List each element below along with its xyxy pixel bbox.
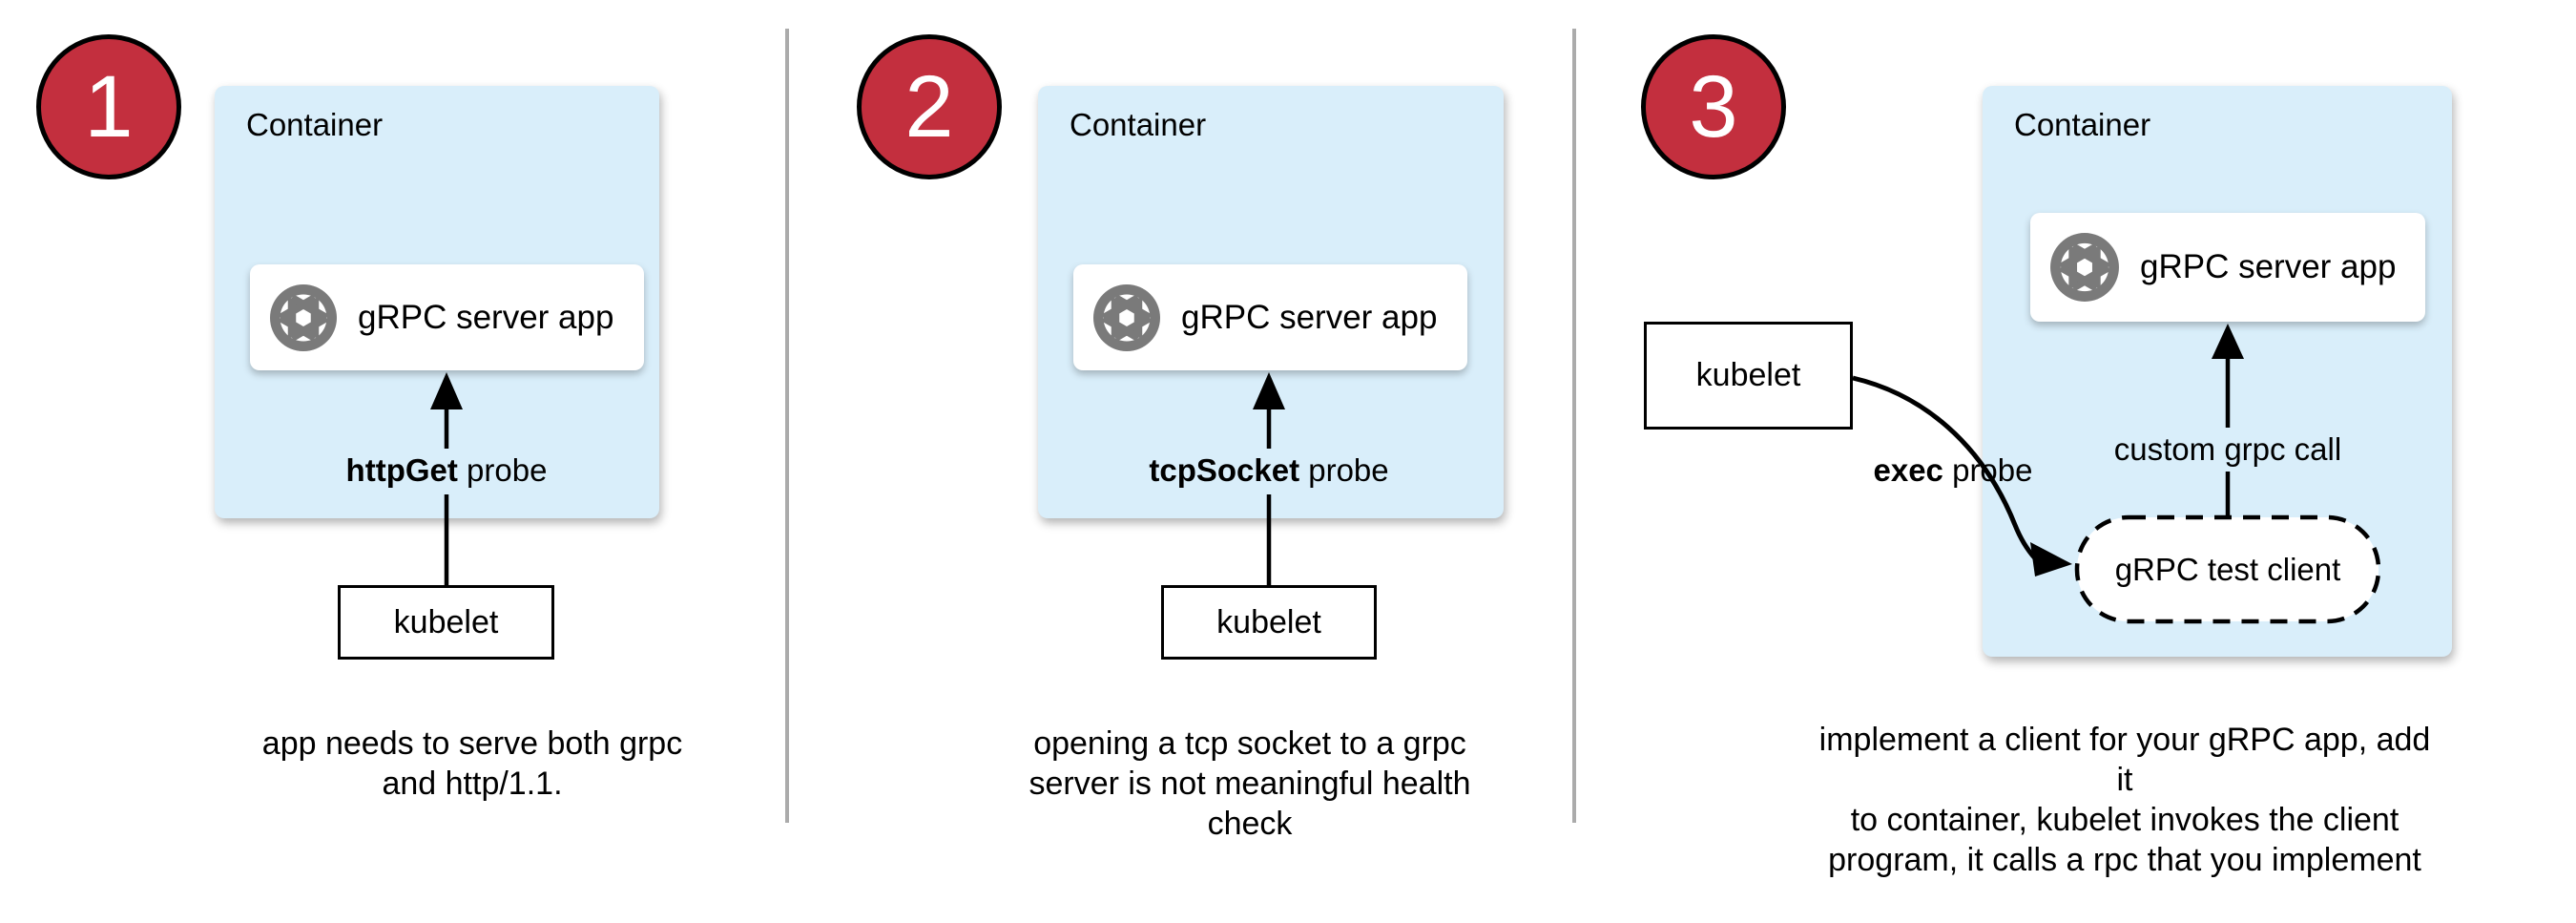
probe-label-tcpsocket: tcpSocket probe [1149, 452, 1388, 489]
caption-line: and http/1.1. [382, 766, 563, 802]
grpc-server-app-node-3: gRPC server app [2030, 213, 2425, 322]
kubelet-node-1: kubelet [338, 585, 554, 660]
caption-line: implement a client for your gRPC app, ad… [1818, 722, 2431, 798]
caption-line: program, it calls a rpc that you impleme… [1828, 842, 2421, 878]
kubelet-label: kubelet [393, 603, 499, 640]
step-badge-2: 2 [857, 34, 1002, 179]
caption-line: app needs to serve both grpc [261, 725, 683, 762]
grpc-server-app-label: gRPC server app [358, 298, 614, 336]
camera-shutter-icon [270, 283, 337, 351]
panel-divider-2 [1572, 29, 1576, 823]
probe-type-bold: exec [1873, 452, 1943, 488]
kubelet-label: kubelet [1695, 357, 1801, 393]
caption-line: to container, kubelet invokes the client [1850, 802, 2399, 838]
panel-caption-3: implement a client for your gRPC app, ad… [1810, 720, 2440, 880]
grpc-test-client-label: gRPC test client [2115, 552, 2341, 588]
probe-label-exec: exec probe [1874, 452, 2033, 489]
caption-line: check [1207, 806, 1293, 842]
step-number: 2 [904, 58, 954, 156]
caption-line: opening a tcp socket to a grpc [1033, 725, 1466, 762]
probe-word: probe [1942, 452, 2033, 488]
grpc-server-app-label: gRPC server app [2140, 248, 2397, 285]
step-badge-3: 3 [1641, 34, 1786, 179]
camera-shutter-icon [2050, 233, 2119, 302]
camera-shutter-icon [1093, 283, 1160, 351]
grpc-test-client-text: gRPC test client [2114, 552, 2341, 587]
grpc-server-app-node-2: gRPC server app [1073, 264, 1467, 370]
caption-line: server is not meaningful health [1028, 766, 1471, 802]
probe-word: probe [1299, 452, 1389, 488]
custom-grpc-call-text: custom grpc call [2113, 431, 2342, 467]
kubelet-node-3: kubelet [1644, 322, 1853, 430]
panel-divider-1 [785, 29, 789, 823]
container-label: Container [246, 107, 384, 142]
container-label: Container [2014, 107, 2151, 142]
kubelet-node-2: kubelet [1161, 585, 1377, 660]
probe-type-bold: tcpSocket [1149, 452, 1300, 488]
probe-type-bold: httpGet [345, 452, 458, 488]
custom-grpc-call-label: custom grpc call [2114, 431, 2341, 468]
grpc-server-app-node-1: gRPC server app [250, 264, 644, 370]
container-label: Container [1070, 107, 1207, 142]
probe-label-httpget: httpGet probe [346, 452, 548, 489]
step-badge-1: 1 [36, 34, 181, 179]
probe-word: probe [457, 452, 548, 488]
kubelet-label: kubelet [1216, 603, 1321, 640]
step-number: 1 [84, 58, 134, 156]
step-number: 3 [1689, 58, 1738, 156]
panel-caption-2: opening a tcp socket to a grpc server is… [935, 724, 1565, 844]
panel-caption-1: app needs to serve both grpc and http/1.… [157, 724, 787, 804]
grpc-server-app-label: gRPC server app [1181, 298, 1438, 336]
